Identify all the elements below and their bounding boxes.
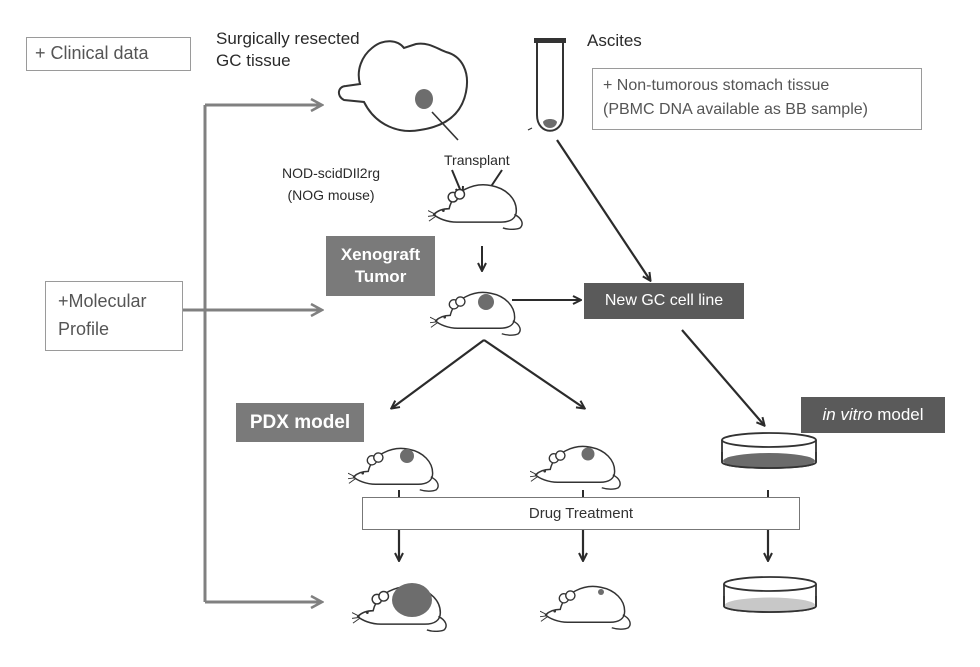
pdx-mouse-left-icon	[348, 447, 439, 492]
xenograft-tumor-box: Xenograft Tumor	[326, 236, 435, 296]
petri-dish-icon	[721, 432, 817, 469]
surgical-tissue-label: Surgically resected GC tissue	[216, 29, 360, 70]
xenograft-mouse-icon	[430, 291, 521, 336]
pdx-model-box: PDX model	[236, 403, 364, 442]
ascites-label: Ascites	[587, 31, 642, 50]
drug-treatment-bar: Drug Treatment	[362, 497, 800, 530]
treated-mouse-small-tumor-icon	[540, 585, 631, 630]
pdx-mouse-right-icon	[530, 445, 621, 490]
drug-connectors	[399, 490, 768, 560]
in-vitro-model-box: in vitro model	[801, 397, 945, 433]
mouse-strain-label: NOD-scidDIl2rg (NOG mouse)	[282, 165, 381, 203]
nog-mouse-icon	[428, 184, 523, 230]
new-gc-cell-line-box: New GC cell line	[584, 283, 744, 319]
molecular-profile-box: +Molecular Profile	[45, 281, 183, 351]
stomach-icon	[338, 40, 468, 141]
nontumorous-tissue-box: + Non-tumorous stomach tissue (PBMC DNA …	[592, 68, 922, 130]
treated-mouse-large-tumor-icon	[352, 583, 447, 632]
clinical-data-box: + Clinical data	[26, 37, 191, 71]
treated-petri-dish-icon	[723, 576, 817, 613]
left-bracket	[183, 105, 322, 602]
test-tube-icon	[527, 38, 566, 132]
transplant-label: Transplant	[444, 152, 510, 168]
